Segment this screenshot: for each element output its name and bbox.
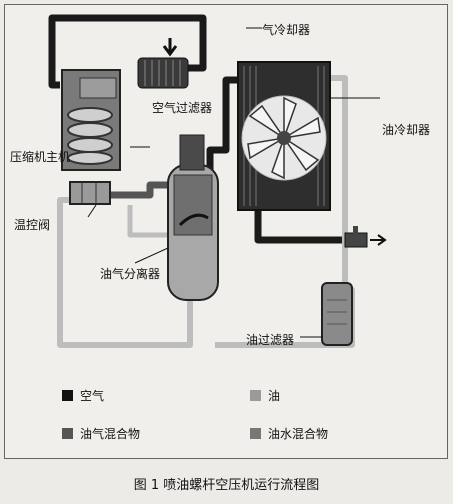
legend-item: 空气 — [62, 387, 104, 404]
label-air-filter: 空气过滤器 — [152, 101, 213, 115]
air-inlet-arrow-icon — [162, 38, 178, 57]
legend-swatch — [250, 390, 261, 401]
legend-swatch — [62, 428, 73, 439]
legend-swatch — [250, 428, 261, 439]
air-outlet-pipe — [254, 205, 350, 244]
label-oil-cooler: 油冷却器 — [382, 123, 431, 137]
legend-item: 油气混合物 — [62, 425, 140, 442]
outlet-arrow-icon — [370, 234, 387, 246]
legend-item: 油 — [250, 387, 280, 404]
legend-label: 空气 — [80, 389, 105, 403]
swirl-arrow-icon — [178, 213, 209, 227]
oil-bypass-pipe — [127, 205, 175, 238]
figure-caption: 图 1 喷油螺杆空压机运行流程图 — [133, 478, 320, 493]
oil-return-pipe — [57, 197, 193, 348]
outlet-valve-icon — [344, 232, 368, 248]
air-filter-icon — [137, 57, 189, 89]
label-thermo-valve: 温控阀 — [14, 218, 51, 232]
air-intake-loop — [48, 14, 207, 89]
legend-swatch — [62, 390, 73, 401]
screw-rotor-icon — [67, 107, 113, 165]
label-compressor: 压缩机主机 — [10, 150, 71, 164]
label-oil-filter: 油过滤器 — [246, 333, 295, 347]
mixture-pipe — [110, 181, 180, 199]
legend-label: 油 — [268, 389, 281, 403]
oil-filter-icon — [321, 282, 353, 346]
label-air-cooler: 气冷却器 — [262, 23, 311, 37]
thermo-valve-icon — [69, 181, 111, 205]
label-separator: 油气分离器 — [100, 267, 161, 281]
legend-label: 油气混合物 — [80, 427, 141, 441]
legend-label: 油水混合物 — [268, 427, 329, 441]
legend-item: 油水混合物 — [250, 425, 328, 442]
fan-icon — [247, 96, 321, 180]
